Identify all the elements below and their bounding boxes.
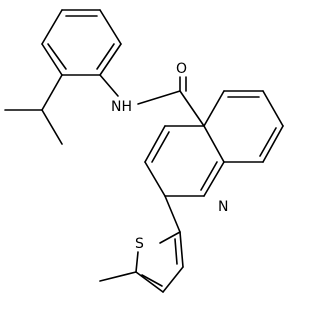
bond	[159, 231, 181, 244]
bond	[144, 125, 166, 163]
bond	[135, 271, 164, 293]
bond	[99, 271, 137, 282]
molecule-diagram: O NH N S	[4, 9, 284, 293]
bond	[162, 266, 184, 293]
bond	[135, 251, 139, 273]
bond	[41, 74, 63, 111]
bond	[137, 90, 181, 105]
atom-labels: O NH N S	[111, 61, 228, 252]
bond	[99, 74, 119, 97]
structure-canvas: O NH N S	[4, 9, 284, 293]
bond	[164, 195, 181, 233]
bond	[96, 43, 115, 70]
bond	[47, 43, 67, 70]
bonds	[4, 9, 284, 293]
bond	[41, 109, 63, 145]
thiophene-s-label: S	[135, 236, 144, 252]
bond	[203, 90, 225, 127]
bond	[144, 161, 166, 197]
bond	[203, 125, 225, 163]
bond	[200, 161, 218, 191]
amide-nh-label: NH	[111, 99, 132, 115]
bond	[151, 131, 170, 163]
quinoline-n-label: N	[218, 199, 228, 215]
oxygen-label: O	[176, 61, 187, 77]
bond	[179, 231, 184, 268]
bond	[259, 127, 277, 157]
bond	[41, 43, 63, 76]
bond	[99, 43, 122, 76]
bond	[179, 90, 205, 127]
bond	[174, 238, 178, 265]
bond	[262, 125, 284, 163]
bond	[41, 9, 63, 45]
bond	[99, 9, 122, 45]
bond	[141, 274, 163, 287]
bond	[203, 161, 225, 197]
bond	[262, 90, 284, 127]
